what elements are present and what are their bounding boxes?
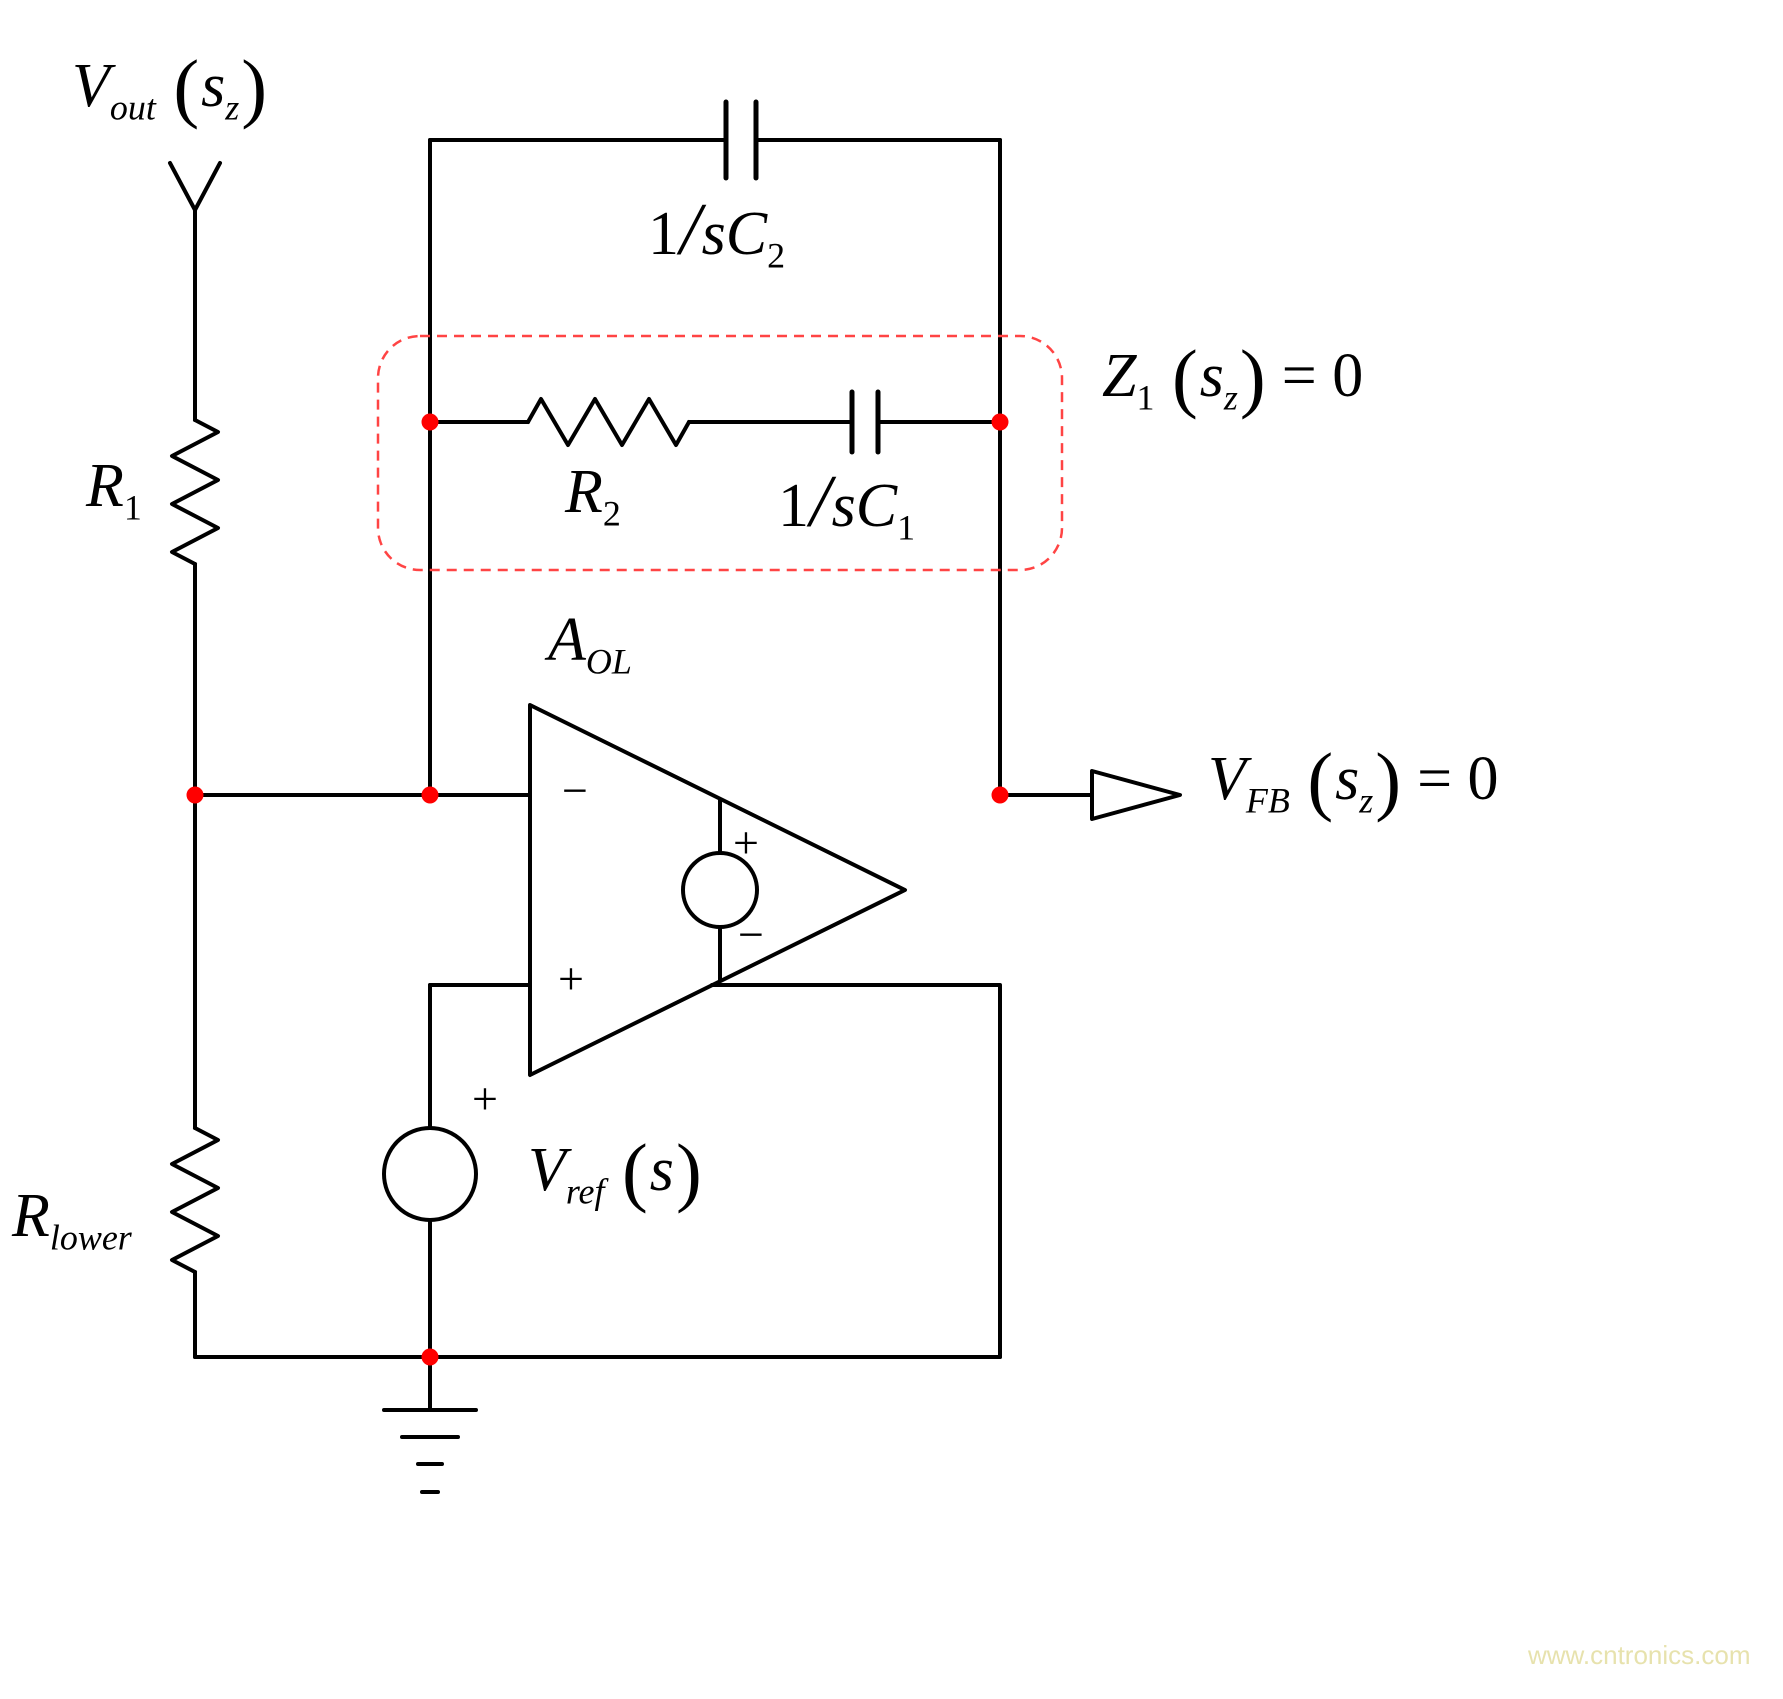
node-dot	[991, 786, 1009, 804]
watermark: www.cntronics.com	[1528, 1640, 1751, 1670]
node-dot	[421, 413, 439, 431]
vout-sub: out	[109, 87, 156, 128]
r1-base: R	[86, 452, 124, 520]
opamp-inverting-input-sign: −	[562, 765, 588, 816]
node-dot	[991, 413, 1009, 431]
capacitor-c2	[723, 99, 759, 181]
c2-num: 1	[648, 200, 679, 268]
vout-close-paren: )	[241, 43, 268, 130]
vout-open-paren: (	[173, 43, 200, 130]
vout-base: V	[72, 52, 110, 120]
vout-arg-sub: z	[225, 87, 240, 128]
label-r1: R1	[86, 452, 142, 525]
resistor-rlower	[170, 1126, 220, 1274]
node-dots	[186, 413, 1009, 1366]
opamp-noninverting-input-sign: +	[558, 953, 584, 1004]
vfb-open-paren: (	[1307, 736, 1334, 823]
label-z1: Z1 (sz)= 0	[1102, 338, 1364, 416]
label-vfb: VFB (sz)= 0	[1208, 741, 1499, 819]
zero-impedance-highlight-box	[376, 334, 1064, 572]
label-c1: 1/sC1	[778, 461, 916, 548]
node-dot	[421, 786, 439, 804]
vfb-base: V	[1208, 745, 1246, 813]
c1-base: sC	[831, 472, 898, 540]
vfb-arg-sub: z	[1359, 780, 1374, 821]
vfb-close-paren: )	[1375, 736, 1402, 823]
vref-source-circle	[382, 1126, 478, 1222]
aol-sub: OL	[585, 641, 632, 682]
c1-sub: 1	[897, 507, 916, 548]
vref-plus-sign: +	[472, 1073, 498, 1124]
z1-close-paren: )	[1239, 333, 1266, 420]
label-c2: 1/sC2	[648, 189, 786, 276]
capacitor-c1	[849, 389, 881, 455]
vfb-sub: FB	[1245, 780, 1290, 821]
label-aol: AOL	[548, 606, 632, 679]
z1-arg-sub: z	[1223, 377, 1238, 418]
vout-terminal-arrow	[168, 161, 222, 212]
dependent-source-minus-sign: −	[738, 909, 764, 960]
aol-base: A	[548, 606, 586, 674]
label-rlower: Rlower	[12, 1182, 132, 1255]
c2-sub: 2	[767, 235, 786, 276]
rlower-sub: lower	[49, 1217, 132, 1258]
dependent-source-plus-sign: +	[733, 817, 759, 868]
z1-equals-zero: = 0	[1281, 342, 1364, 410]
label-r2: R2	[565, 458, 621, 531]
wire-opamp-return	[710, 983, 1002, 1359]
resistor-r2	[526, 397, 691, 447]
z1-base: Z	[1102, 342, 1137, 410]
rlower-base: R	[12, 1182, 50, 1250]
z1-arg: s	[1199, 342, 1224, 410]
resistor-r1	[170, 418, 220, 566]
vout-arg: s	[201, 52, 226, 120]
node-dot	[186, 786, 204, 804]
z1-sub: 1	[1136, 377, 1155, 418]
c2-base: sC	[701, 200, 768, 268]
c1-num: 1	[778, 472, 809, 540]
ground-symbol	[382, 1355, 478, 1494]
label-vref: Vref (s)	[528, 1132, 704, 1210]
vref-base: V	[528, 1136, 566, 1204]
r2-base: R	[565, 458, 603, 526]
vref-sub: ref	[565, 1171, 605, 1212]
vref-arg: s	[649, 1136, 674, 1204]
vref-open-paren: (	[621, 1127, 648, 1214]
c2-slash: /	[680, 189, 701, 271]
node-dot	[421, 1348, 439, 1366]
vfb-arg: s	[1335, 745, 1360, 813]
r1-sub: 1	[123, 487, 142, 528]
vref-close-paren: )	[675, 1127, 702, 1214]
r2-sub: 2	[602, 493, 621, 534]
vfb-equals-zero: = 0	[1417, 745, 1499, 813]
c1-slash: /	[810, 461, 831, 543]
z1-open-paren: (	[1171, 333, 1198, 420]
label-vout: Vout (sz)	[72, 48, 269, 126]
output-arrow	[1090, 769, 1182, 821]
